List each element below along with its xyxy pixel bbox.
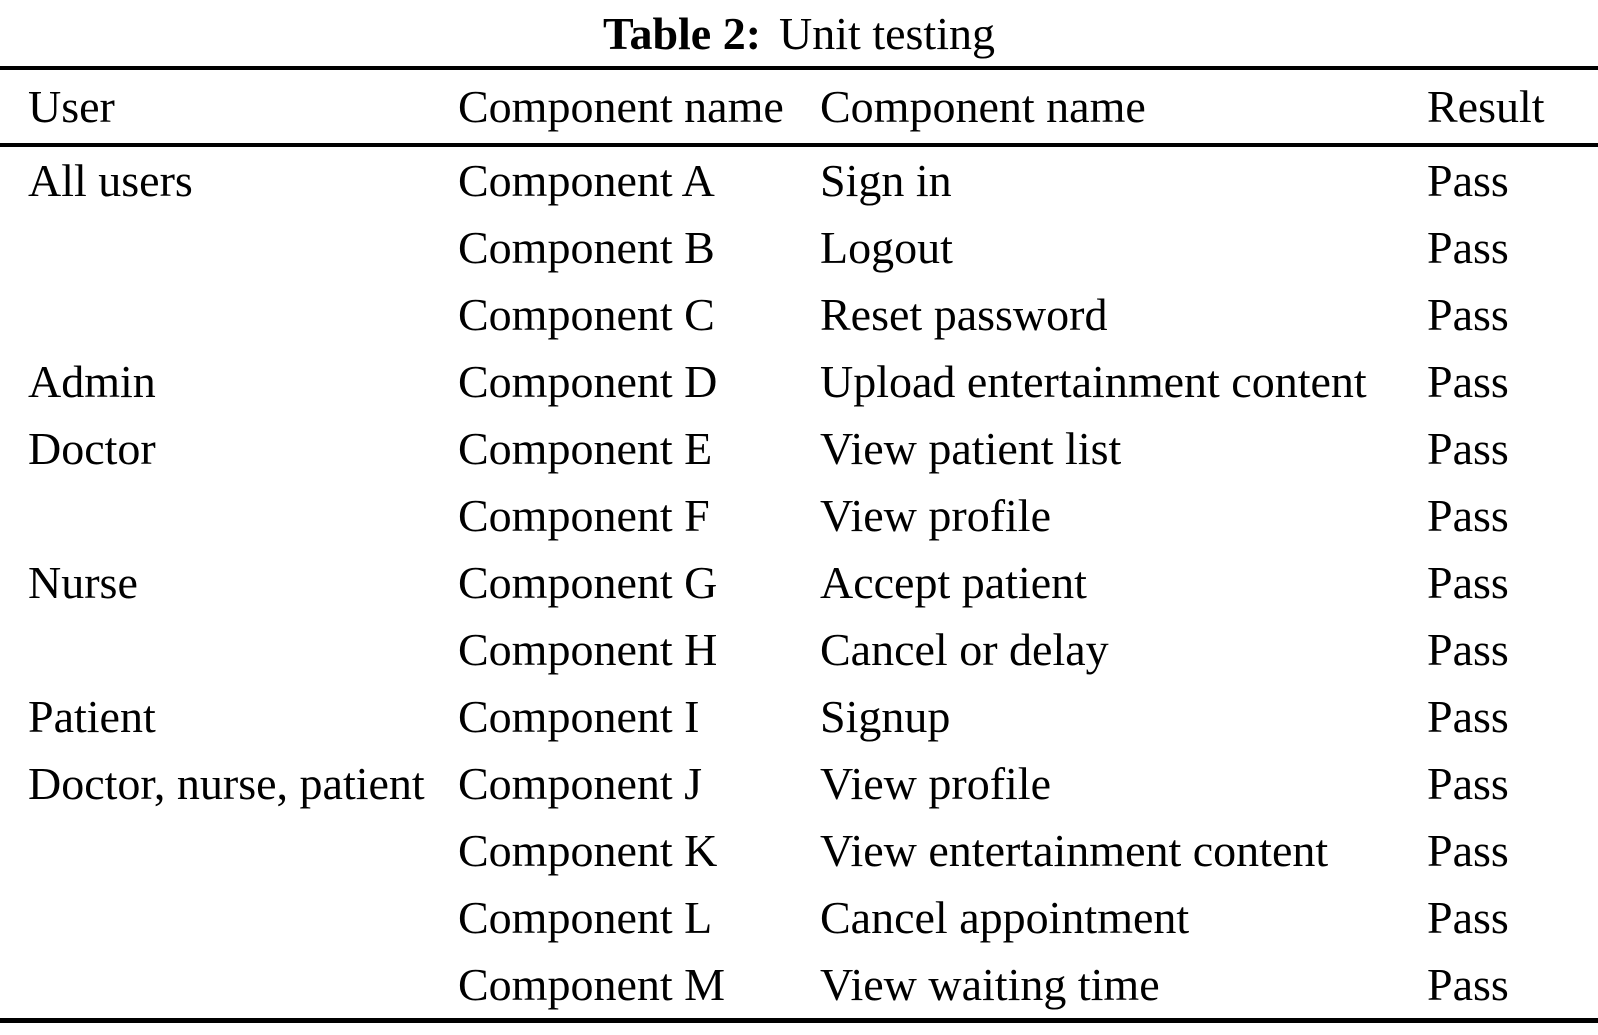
cell-result: Pass: [1427, 758, 1509, 809]
table-row: Doctor, nurse, patient Component J View …: [0, 750, 1598, 817]
cell-user: [0, 482, 458, 549]
cell-component: Component G: [458, 557, 718, 608]
table-caption-label: Table 2:: [602, 7, 762, 59]
column-header-component: Component name: [458, 68, 820, 147]
table-row: Component K View entertainment content P…: [0, 817, 1598, 884]
cell-component: Component F: [458, 490, 710, 541]
cell-user: All users: [28, 155, 193, 206]
cell-user: Patient: [28, 691, 156, 742]
cell-component-name: Upload entertainment content: [820, 356, 1367, 407]
table-row: Component M View waiting time Pass: [0, 951, 1598, 1021]
table-row: Component F View profile Pass: [0, 482, 1598, 549]
table-row: Component L Cancel appointment Pass: [0, 884, 1598, 951]
cell-component: Component C: [458, 289, 715, 340]
cell-component: Component E: [458, 423, 713, 474]
cell-result: Pass: [1427, 222, 1509, 273]
cell-component-name: Logout: [820, 222, 953, 273]
cell-user: [0, 214, 458, 281]
cell-component: Component D: [458, 356, 718, 407]
cell-result: Pass: [1427, 624, 1509, 675]
column-header-result: Result: [1427, 68, 1598, 147]
cell-result: Pass: [1427, 557, 1509, 608]
cell-user: [0, 616, 458, 683]
cell-component: Component A: [458, 155, 715, 206]
table-row: Doctor Component E View patient list Pas…: [0, 415, 1598, 482]
cell-component-name: Reset password: [820, 289, 1108, 340]
cell-result: Pass: [1427, 356, 1509, 407]
cell-component-name: Sign in: [820, 155, 952, 206]
table-header: User Component name Component name Resul…: [0, 68, 1598, 147]
cell-component-name: View patient list: [820, 423, 1122, 474]
cell-result: Pass: [1427, 691, 1509, 742]
cell-component: Component K: [458, 825, 718, 876]
cell-component-name: Signup: [820, 691, 951, 742]
cell-component: Component J: [458, 758, 703, 809]
cell-result: Pass: [1427, 490, 1509, 541]
cell-component-name: View profile: [820, 758, 1051, 809]
cell-user: [0, 951, 458, 1021]
column-header-component-name: Component name: [820, 68, 1427, 147]
cell-component-name: Accept patient: [820, 557, 1087, 608]
table-row: All users Component A Sign in Pass: [0, 145, 1598, 214]
cell-user: Doctor, nurse, patient: [28, 758, 425, 809]
cell-component-name: Cancel appointment: [820, 892, 1190, 943]
cell-component: Component H: [458, 624, 718, 675]
cell-result: Pass: [1427, 289, 1509, 340]
cell-component: Component M: [458, 959, 726, 1010]
table-caption: Table 2: Unit testing: [0, 0, 1598, 66]
cell-component-name: View waiting time: [820, 959, 1160, 1010]
cell-component: Component B: [458, 222, 715, 273]
cell-user: Nurse: [28, 557, 138, 608]
cell-component: Component I: [458, 691, 700, 742]
cell-user: [0, 817, 458, 884]
unit-testing-table: User Component name Component name Resul…: [0, 66, 1598, 1023]
cell-component-name: View profile: [820, 490, 1051, 541]
cell-component-name: View entertainment content: [820, 825, 1329, 876]
cell-user: [0, 281, 458, 348]
table-row: Component C Reset password Pass: [0, 281, 1598, 348]
cell-result: Pass: [1427, 155, 1509, 206]
cell-user: Admin: [28, 356, 156, 407]
cell-user: Doctor: [28, 423, 156, 474]
cell-result: Pass: [1427, 825, 1509, 876]
cell-result: Pass: [1427, 423, 1509, 474]
table-row: Admin Component D Upload entertainment c…: [0, 348, 1598, 415]
header-row: User Component name Component name Resul…: [0, 68, 1598, 147]
table-row: Component B Logout Pass: [0, 214, 1598, 281]
table-body: All users Component A Sign in Pass Compo…: [0, 145, 1598, 1021]
cell-result: Pass: [1427, 959, 1509, 1010]
table-row: Component H Cancel or delay Pass: [0, 616, 1598, 683]
table-row: Patient Component I Signup Pass: [0, 683, 1598, 750]
table-caption-text: Unit testing: [779, 7, 995, 59]
table-row: Nurse Component G Accept patient Pass: [0, 549, 1598, 616]
cell-component: Component L: [458, 892, 713, 943]
cell-component-name: Cancel or delay: [820, 624, 1109, 675]
cell-result: Pass: [1427, 892, 1509, 943]
column-header-user: User: [0, 68, 458, 147]
cell-user: [0, 884, 458, 951]
